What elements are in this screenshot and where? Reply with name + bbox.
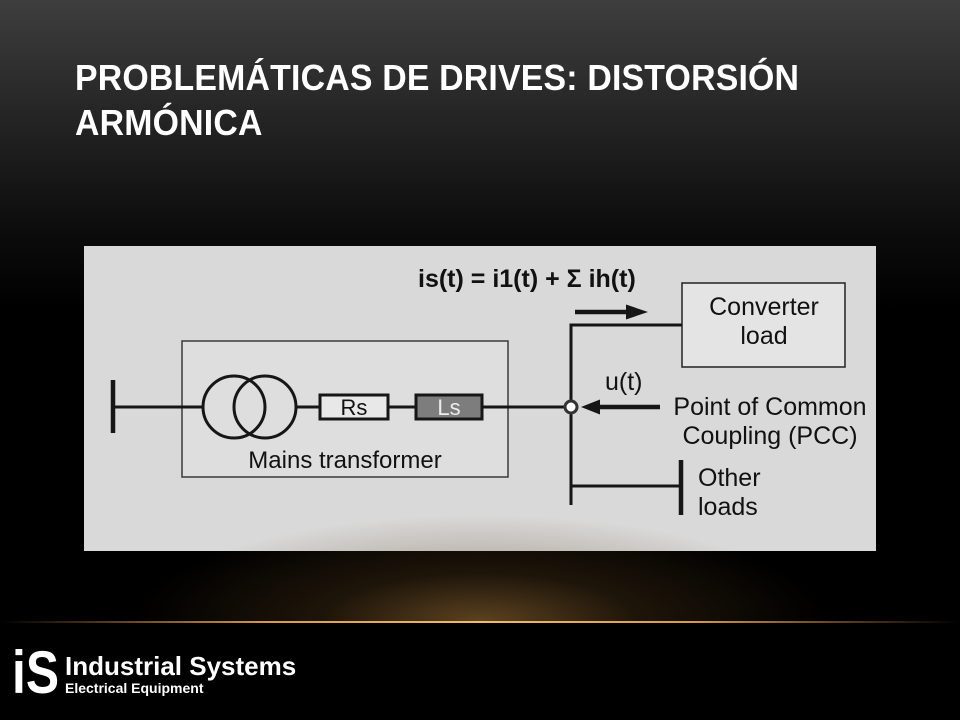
pcc-arrow-head (581, 399, 600, 415)
transformer-primary-winding-icon (201, 374, 267, 440)
resistor-rs-label: Rs (341, 395, 368, 420)
voltage-label: u(t) (605, 368, 643, 396)
inductor-ls-label: Ls (437, 395, 460, 420)
footer-accent-line (0, 621, 960, 623)
pcc-label-line-2: Coupling (PCC) (682, 422, 857, 450)
company-logo-icon: iS (12, 644, 59, 698)
resistor-rs-box (318, 393, 390, 421)
slide-title: PROBLEMÁTICAS DE DRIVES: DISTORSIÓN ARMÓ… (75, 57, 800, 143)
current-formula: is(t) = i1(t) + Σ ih(t) (418, 265, 636, 293)
mains-transformer-label: Mains transformer (248, 447, 441, 474)
converter-load-label-line-1: Converter (709, 293, 819, 321)
pcc-label-line-1: Point of Common (673, 393, 866, 421)
other-loads-label-line-1: Other (698, 464, 761, 492)
footer-glow (0, 515, 960, 622)
pcc-circuit-diagram: is(t) = i1(t) + Σ ih(t) Converter load M… (84, 246, 876, 551)
current-arrow-head (626, 304, 648, 320)
pcc-node (563, 399, 579, 415)
logo-mark-text: iS (12, 644, 59, 698)
company-tagline: Electrical Equipment (65, 680, 204, 696)
converter-load-label-line-2: load (740, 322, 787, 350)
inductor-ls-box (414, 393, 484, 421)
company-name: Industrial Systems (65, 651, 297, 681)
